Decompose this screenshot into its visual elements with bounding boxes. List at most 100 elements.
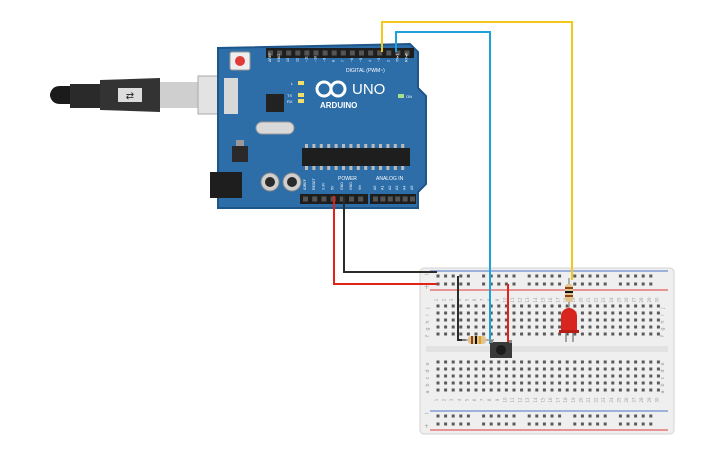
breadboard-label: g: [660, 327, 666, 330]
arduino-logo: ARDUINO UNO: [315, 80, 385, 110]
rail-minus-label: −: [424, 271, 429, 278]
breadboard-label: 5: [464, 398, 469, 401]
breadboard-label: 7: [480, 398, 485, 401]
pin-label: A1: [380, 186, 384, 190]
header-pin: [295, 50, 301, 56]
breadboard-label: 17: [556, 297, 561, 303]
breadboard-label: 24: [609, 297, 614, 303]
breadboard-label: 26: [624, 297, 629, 303]
header-pin: [312, 196, 318, 202]
breadboard-label: a: [425, 390, 431, 393]
header-pin: [395, 50, 401, 56]
breadboard-label: 3: [449, 298, 454, 301]
breadboard-label: h: [660, 320, 666, 323]
breadboard-label: b: [425, 383, 431, 386]
breadboard-label: 19: [571, 297, 576, 303]
pin-label: 8: [332, 60, 336, 62]
breadboard-label: 19: [571, 397, 576, 403]
pin-label: ~6: [350, 58, 354, 62]
breadboard-label: 25: [616, 297, 621, 303]
breadboard-label: 2: [442, 298, 447, 301]
breadboard-label: 17: [556, 397, 561, 403]
breadboard-label: b: [660, 383, 666, 386]
pin-label: A5: [410, 186, 414, 190]
rail-plus-label: +: [424, 284, 429, 291]
breadboard-label: 11: [510, 297, 515, 303]
atmega-chip: [302, 144, 410, 170]
pin-label: 5V: [331, 185, 335, 190]
pin-label: 12: [295, 58, 299, 62]
pin-label: ~3: [377, 58, 381, 62]
breadboard-label: 6: [472, 398, 477, 401]
l-led-label: L: [291, 81, 294, 86]
breadboard-label: 23: [601, 297, 606, 303]
pin-label: GND: [349, 182, 353, 190]
breadboard-label: 22: [594, 397, 599, 403]
breadboard-label: 14: [533, 297, 538, 303]
breadboard-label: 21: [586, 397, 591, 403]
breadboard-label: 4: [457, 298, 462, 301]
breadboard-label: f: [660, 335, 666, 337]
breadboard-label: 28: [639, 297, 644, 303]
header-pin: [404, 50, 410, 56]
header-pin: [377, 50, 383, 56]
breadboard-label: e: [660, 362, 666, 365]
board-model: UNO: [352, 81, 385, 98]
breadboard-label: d: [660, 369, 666, 372]
breadboard-label: 2: [442, 398, 447, 401]
pin-label: AREF: [268, 52, 272, 62]
breadboard-label: 29: [647, 297, 652, 303]
pin-label: TX▸1: [395, 54, 399, 62]
led-resistor-icon: [565, 278, 573, 310]
resistor-icon: [462, 336, 494, 344]
pin-label: A4: [403, 186, 407, 190]
header-pin: [410, 196, 415, 202]
breadboard-label: i: [660, 314, 666, 315]
rail-minus-label-bottom: −: [424, 410, 429, 417]
breadboard-label: 23: [601, 397, 606, 403]
pin-label: GND: [340, 182, 344, 190]
pin-label: Vin: [358, 185, 362, 190]
pin-label: 2: [386, 60, 390, 62]
breadboard-label: 30: [654, 297, 659, 303]
breadboard-label: h: [425, 320, 431, 323]
pin-label: IOREF: [303, 178, 307, 190]
red-wire: [333, 196, 437, 285]
breadboard-label: 12: [518, 297, 523, 303]
pin-label: A2: [388, 186, 392, 190]
breadboard-label: 12: [518, 397, 523, 403]
blue-wire: [395, 31, 491, 344]
breadboard-label: 11: [510, 397, 515, 403]
pin-label: A3: [395, 186, 399, 190]
breadboard-label: 13: [525, 297, 530, 303]
breadboard-label: 16: [548, 297, 553, 303]
breadboard-label: 30: [654, 397, 659, 403]
header-pin: [349, 196, 354, 202]
pushbutton-icon[interactable]: [490, 340, 512, 358]
breadboard-label: 10: [502, 297, 507, 303]
reset-button[interactable]: [235, 56, 245, 66]
header-pin: [313, 50, 319, 56]
yellow-wire: [381, 21, 573, 280]
header-pin: [286, 50, 292, 56]
digital-label: DIGITAL (PWM~): [346, 68, 385, 74]
header-pin: [402, 196, 408, 202]
breadboard-label: 27: [632, 297, 637, 303]
pin-label: ~11: [304, 56, 308, 62]
breadboard-label: f: [425, 335, 431, 337]
breadboard-label: 1: [434, 398, 439, 401]
pin-label: 7: [341, 60, 345, 62]
breadboard-label: 1: [434, 298, 439, 301]
breadboard-label: 4: [457, 398, 462, 401]
header-pin: [373, 196, 378, 202]
breadboard-label: 7: [480, 298, 485, 301]
rx-label: RX: [287, 99, 293, 104]
breadboard-label: 24: [609, 397, 614, 403]
usb-cable-icon: ⇄: [50, 75, 229, 115]
breadboard-label: 10: [502, 397, 507, 403]
header-pin: [321, 196, 327, 202]
